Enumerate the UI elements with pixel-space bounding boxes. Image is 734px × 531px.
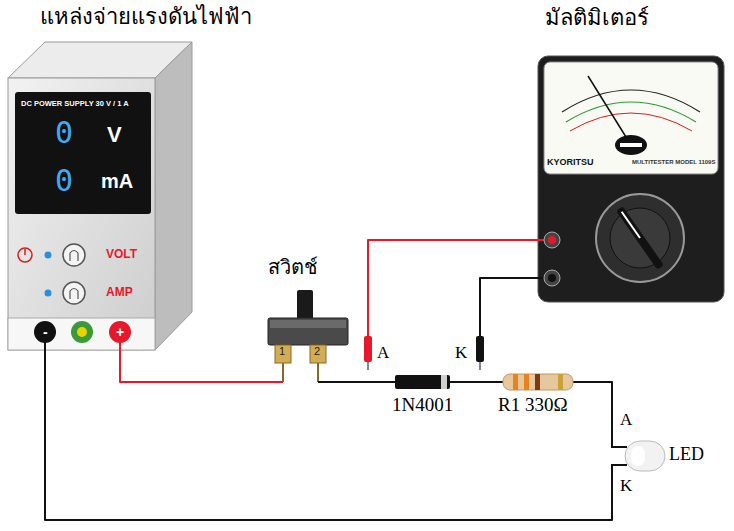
switch-pin bbox=[282, 363, 284, 382]
unit-label: V bbox=[107, 122, 122, 147]
probe-tip bbox=[367, 362, 369, 370]
meter-scale bbox=[566, 102, 696, 122]
multimeter: มัลติมิเตอร์ KYORITSU MULTITESTER MODEL 11… bbox=[535, 5, 727, 302]
led-highlight bbox=[631, 446, 645, 466]
resistor-band bbox=[513, 374, 518, 390]
voltage-knob bbox=[63, 244, 85, 266]
supply-front bbox=[8, 78, 155, 350]
dial-pointer bbox=[622, 212, 640, 238]
meter-body bbox=[538, 56, 724, 302]
device-heading: สวิตช์ bbox=[268, 256, 318, 279]
terminal-sign: - bbox=[43, 324, 48, 340]
led-lead bbox=[612, 465, 627, 474]
meter-scale bbox=[570, 113, 692, 131]
pin-label: A bbox=[377, 343, 389, 363]
resistor-band bbox=[558, 374, 563, 390]
switch-pin bbox=[310, 345, 326, 363]
red-probe bbox=[364, 336, 372, 362]
wire-stub bbox=[44, 342, 46, 350]
indicator-dot bbox=[45, 252, 52, 259]
current-knob bbox=[63, 282, 85, 304]
part-name: LED bbox=[669, 444, 704, 465]
knob-label: VOLT bbox=[106, 248, 137, 262]
indicator-dot bbox=[45, 290, 52, 297]
pin-label: K bbox=[620, 476, 632, 496]
terminal-strip bbox=[8, 318, 155, 350]
zero-adjust bbox=[615, 135, 647, 155]
supply-side bbox=[155, 42, 192, 350]
switch-lever bbox=[297, 290, 313, 322]
supply-display: DC POWER SUPPLY 30 V / 1 A 0 V 0 mA bbox=[15, 92, 151, 214]
switch-pin bbox=[275, 345, 291, 363]
black-probe bbox=[476, 336, 484, 362]
dial-pointer bbox=[616, 206, 664, 270]
knob-label: AMP bbox=[106, 286, 133, 300]
panel-caption: DC POWER SUPPLY 30 V / 1 A bbox=[21, 100, 129, 109]
probe-jack bbox=[548, 274, 556, 282]
part-value: R1 330Ω bbox=[498, 394, 568, 416]
probe-jack bbox=[544, 232, 560, 248]
knob-grip bbox=[70, 251, 78, 262]
model-label: MULTITESTER MODEL 1109S bbox=[632, 159, 715, 166]
ground-terminal bbox=[71, 321, 93, 343]
diode-band bbox=[441, 375, 447, 389]
device-heading: มัลติมิเตอร์ bbox=[545, 5, 649, 30]
probe-jack bbox=[548, 236, 556, 244]
terminal-sign: + bbox=[116, 324, 124, 340]
range-dial bbox=[596, 194, 684, 282]
knob-grip bbox=[70, 289, 78, 300]
pin-number: 2 bbox=[314, 345, 320, 358]
diode-symbol bbox=[395, 375, 450, 389]
return-wire bbox=[45, 350, 612, 520]
resistor-symbol bbox=[503, 374, 573, 390]
led: LED bbox=[605, 438, 708, 474]
switch-body bbox=[270, 320, 346, 328]
pin-label: K bbox=[455, 343, 467, 363]
diode: 1N4001 bbox=[362, 370, 486, 418]
pin-number: 1 bbox=[279, 345, 285, 358]
resistor-band bbox=[535, 374, 540, 390]
meter-needle bbox=[588, 76, 631, 145]
pin-label: A bbox=[620, 410, 632, 430]
led-lead bbox=[612, 438, 627, 447]
supply-wire bbox=[120, 350, 283, 382]
probe-lead bbox=[368, 240, 535, 370]
range-dial bbox=[610, 208, 670, 268]
current-reading: 0 bbox=[55, 164, 73, 199]
resistor-band bbox=[524, 374, 529, 390]
slide-switch: สวิตช์ 1 2 bbox=[262, 256, 352, 382]
probe-tip bbox=[479, 362, 481, 370]
circuit-wire bbox=[318, 381, 362, 383]
voltage-reading: 0 bbox=[55, 116, 73, 151]
brand-label: KYORITSU bbox=[547, 157, 594, 167]
probe-jack bbox=[544, 270, 560, 286]
zero-adjust bbox=[620, 143, 642, 147]
probe-lead bbox=[480, 278, 535, 370]
led-symbol bbox=[625, 441, 665, 471]
meter-scale bbox=[562, 90, 700, 112]
switch-body bbox=[268, 318, 348, 345]
negative-terminal bbox=[34, 321, 56, 343]
resistor: R1 330Ω bbox=[498, 370, 584, 418]
part-number: 1N4001 bbox=[392, 394, 453, 416]
circuit-wire bbox=[486, 381, 498, 383]
unit-label: mA bbox=[101, 170, 133, 193]
wire-stub bbox=[119, 342, 121, 350]
meter-face bbox=[544, 62, 718, 174]
circuit-wire bbox=[584, 382, 612, 438]
power-button bbox=[24, 249, 26, 255]
switch-pin bbox=[317, 363, 319, 382]
power-supply: แหล่งจ่ายแรงดันไฟฟ้าDC POWER SUPPLY 30 V… bbox=[8, 40, 192, 350]
ground-terminal bbox=[77, 327, 87, 337]
power-button bbox=[18, 248, 32, 262]
positive-terminal bbox=[109, 321, 131, 343]
device-heading: แหล่งจ่ายแรงดันไฟฟ้า bbox=[40, 4, 252, 29]
